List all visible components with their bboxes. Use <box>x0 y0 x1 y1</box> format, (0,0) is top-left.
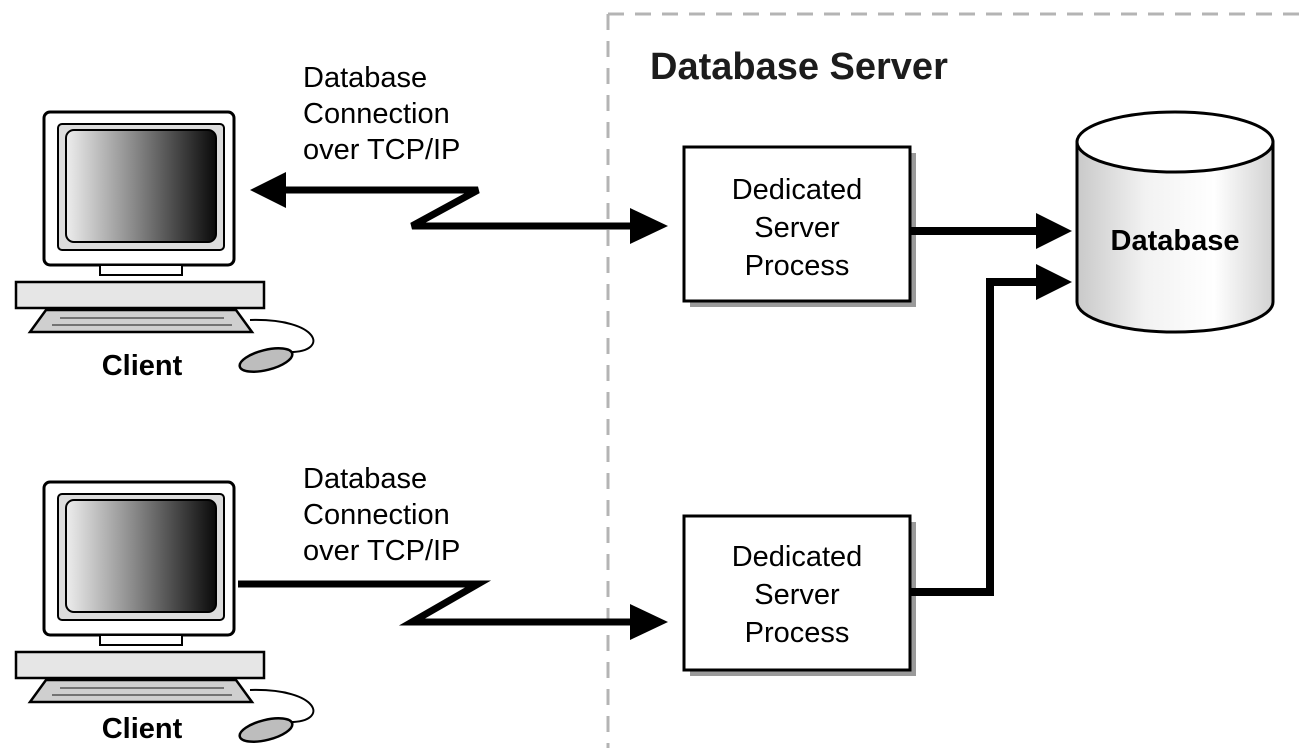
tcp-connection-arrow <box>250 172 668 244</box>
client-label: Client <box>102 713 183 745</box>
svg-text:Server: Server <box>754 212 840 244</box>
svg-text:Server: Server <box>754 579 840 611</box>
svg-text:over TCP/IP: over TCP/IP <box>303 535 460 567</box>
process-to-database-arrow <box>910 213 1072 249</box>
svg-text:Database: Database <box>303 463 427 495</box>
database-server-region <box>606 12 1301 748</box>
dedicated-server-process-box: Dedicated Server Process <box>682 514 916 676</box>
arrowhead-left <box>250 172 286 208</box>
arrowhead-right <box>630 604 668 640</box>
client-label: Client <box>102 350 183 382</box>
svg-text:Connection: Connection <box>303 98 450 130</box>
svg-text:Dedicated: Dedicated <box>732 541 863 573</box>
svg-text:Connection: Connection <box>303 499 450 531</box>
arrowhead-right <box>630 208 668 244</box>
dedicated-server-process-box: Dedicated Server Process <box>682 145 916 307</box>
svg-text:over TCP/IP: over TCP/IP <box>303 134 460 166</box>
svg-text:Database: Database <box>303 62 427 94</box>
database-cylinder-icon <box>1075 110 1275 334</box>
connection-label: Database Connection over TCP/IP <box>303 62 460 166</box>
tcp-connection-arrow <box>238 580 668 640</box>
svg-text:Process: Process <box>745 617 850 649</box>
client-computer-icon <box>14 110 315 378</box>
svg-text:Dedicated: Dedicated <box>732 174 863 206</box>
process-to-database-arrow <box>910 264 1072 596</box>
database-label: Database <box>1111 225 1240 257</box>
svg-text:Process: Process <box>745 250 850 282</box>
client-computer-icon <box>14 480 315 748</box>
connection-label: Database Connection over TCP/IP <box>303 463 460 567</box>
database-server-title: Database Server <box>650 46 948 88</box>
